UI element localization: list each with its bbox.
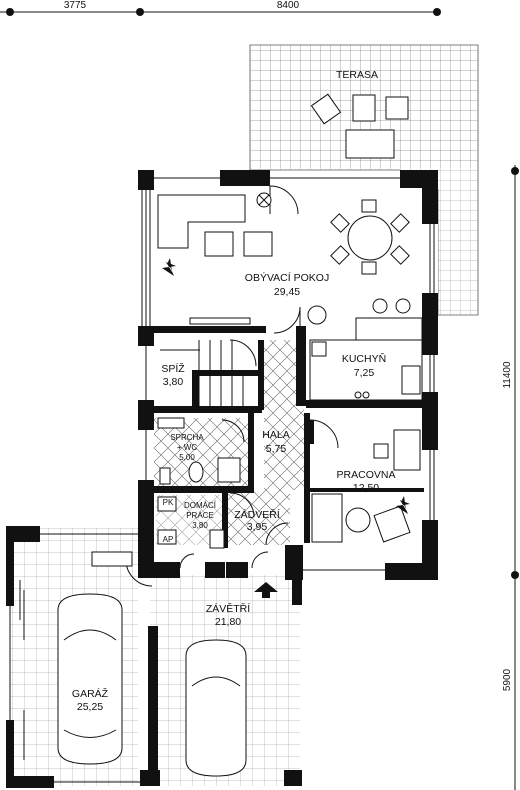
room-hala-label: HALA	[262, 429, 289, 441]
right-dimension: 11400 5900	[502, 165, 519, 790]
room-obyvaci-area: 29,45	[274, 286, 300, 298]
room-domaci-area: 3,80	[192, 521, 208, 530]
walls	[6, 170, 438, 788]
top-dimension: 3775 8400	[0, 0, 441, 16]
dim-top-left: 3775	[64, 0, 87, 11]
plant-icon	[162, 258, 176, 276]
terrace	[249, 44, 479, 316]
label-pk: PK	[163, 498, 174, 507]
room-zavetri-area: 21,80	[215, 616, 241, 628]
stairs	[160, 340, 244, 406]
dim-right-upper: 11400	[502, 361, 513, 389]
bath-fixtures	[157, 417, 241, 485]
doors	[125, 185, 339, 587]
room-zadveri-label: ZÁDVEŘÍ	[234, 508, 280, 521]
label-ap: AP	[163, 535, 174, 544]
car-icon	[57, 593, 123, 765]
room-pracovna-label: PRACOVNA	[337, 469, 396, 481]
room-sprcha-label2: + WC	[177, 443, 197, 452]
room-spiz-area: 3,80	[163, 376, 184, 388]
room-garaz-area: 25,25	[77, 701, 103, 713]
living-furniture	[157, 192, 410, 325]
entry-arrow-icon	[254, 582, 278, 598]
dim-right-lower: 5900	[502, 668, 513, 691]
room-obyvaci-label: OBÝVACÍ POKOJ	[245, 271, 329, 284]
room-domaci-label1: DOMÁCÍ	[184, 501, 217, 510]
room-sprcha-label1: SPRCHA	[170, 433, 204, 442]
office-furniture	[311, 429, 421, 543]
car-icon	[185, 639, 247, 777]
room-domaci-label2: PRÁCE	[186, 511, 214, 520]
windows	[19, 188, 435, 620]
room-kuchyn-label: KUCHYŇ	[342, 352, 386, 365]
room-zadveri-area: 3,95	[247, 521, 268, 533]
room-pracovna-area: 12,50	[353, 482, 379, 494]
plant-icon	[396, 496, 410, 514]
room-terasa-label: TERASA	[336, 69, 378, 81]
room-garaz-label: GARÁŽ	[72, 687, 109, 700]
room-kuchyn-area: 7,25	[354, 367, 375, 379]
kitchen-furniture	[309, 298, 423, 401]
dim-top-right: 8400	[277, 0, 300, 11]
room-sprcha-area: 5,00	[179, 453, 195, 462]
room-spiz-label: SPÍŽ	[161, 362, 185, 375]
room-hala-area: 5,75	[266, 443, 287, 455]
room-labels: TERASA OBÝVACÍ POKOJ 29,45 KUCHYŇ 7,25 S…	[72, 69, 396, 713]
laundry-fixtures: PK AP	[157, 496, 225, 549]
room-zavetri-label: ZÁVĚTŘÍ	[206, 602, 250, 615]
garage-contents	[23, 551, 247, 777]
